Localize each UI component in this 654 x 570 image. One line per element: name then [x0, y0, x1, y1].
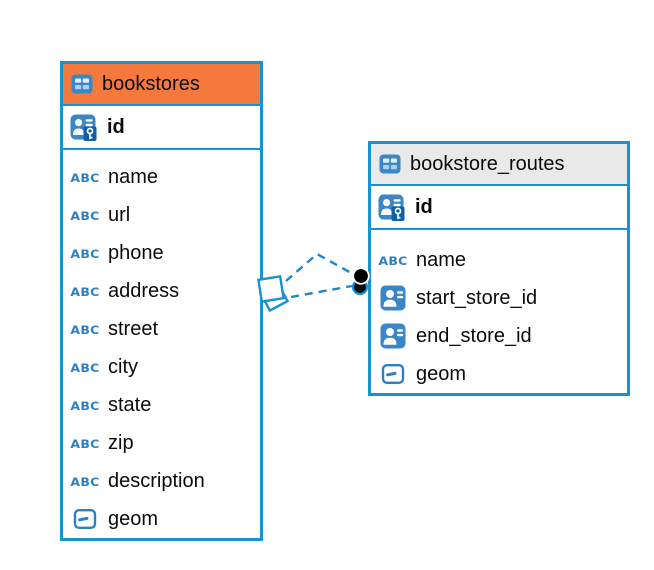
table-column-row[interactable]: ABC url: [63, 196, 260, 234]
text-type-icon: ABC: [70, 473, 100, 489]
primary-key-icon: [378, 194, 405, 221]
relationship-line[interactable]: [290, 284, 353, 299]
relationship-line[interactable]: [285, 252, 354, 282]
table-column-row[interactable]: ABC description: [63, 462, 260, 500]
geometry-type-icon: [378, 362, 408, 386]
table-column-row[interactable]: ABC name: [63, 158, 260, 196]
foreign-key-icon: [378, 323, 408, 349]
table-header-bookstores[interactable]: bookstores: [63, 64, 260, 106]
text-type-icon: ABC: [70, 207, 100, 223]
column-name: state: [108, 393, 152, 416]
columns-list: ABC name ABC url ABC phone ABC address A…: [63, 150, 260, 538]
column-name: phone: [108, 241, 164, 264]
table-column-row[interactable]: end_store_id: [371, 317, 627, 355]
primary-key-name: id: [107, 115, 125, 138]
column-name: name: [108, 165, 159, 188]
column-name: geom: [108, 507, 159, 530]
table-column-row[interactable]: start_store_id: [371, 279, 627, 317]
primary-key-name: id: [415, 195, 433, 218]
column-name: city: [108, 355, 138, 378]
table-header-bookstore-routes[interactable]: bookstore_routes: [371, 144, 627, 186]
geometry-type-icon: [70, 507, 100, 531]
table-bookstores[interactable]: bookstores id ABC na: [60, 61, 263, 541]
column-name: end_store_id: [416, 324, 532, 347]
table-icon: [71, 73, 93, 95]
table-column-row[interactable]: ABC street: [63, 310, 260, 348]
table-column-row[interactable]: geom: [63, 500, 260, 538]
table-column-row[interactable]: ABC address: [63, 272, 260, 310]
column-name: name: [416, 248, 467, 271]
column-name: description: [108, 469, 205, 492]
column-name: geom: [416, 362, 467, 385]
text-type-icon: ABC: [70, 283, 100, 299]
column-name: start_store_id: [416, 286, 538, 309]
text-type-icon: ABC: [70, 359, 100, 375]
table-bookstore-routes[interactable]: bookstore_routes id ABC: [368, 141, 630, 396]
column-name: address: [108, 279, 180, 302]
foreign-key-icon: [378, 285, 408, 311]
table-title: bookstores: [102, 72, 200, 95]
table-column-row[interactable]: ABC zip: [63, 424, 260, 462]
table-column-row[interactable]: ABC city: [63, 348, 260, 386]
primary-key-icon: [70, 114, 97, 141]
table-column-row[interactable]: ABC state: [63, 386, 260, 424]
table-title: bookstore_routes: [410, 152, 565, 175]
text-type-icon: ABC: [70, 435, 100, 451]
table-icon: [379, 153, 401, 175]
relationship-target-marker[interactable]: [351, 267, 370, 296]
column-name: zip: [108, 431, 134, 454]
primary-key-row[interactable]: id: [63, 106, 260, 150]
text-type-icon: ABC: [70, 169, 100, 185]
text-type-icon: ABC: [70, 245, 100, 261]
table-column-row[interactable]: geom: [371, 355, 627, 393]
table-column-row[interactable]: ABC phone: [63, 234, 260, 272]
text-type-icon: ABC: [70, 397, 100, 413]
table-column-row[interactable]: ABC name: [371, 241, 627, 279]
column-name: street: [108, 317, 159, 340]
primary-key-row[interactable]: id: [371, 186, 627, 230]
columns-list: ABC name start_store_id: [371, 230, 627, 393]
column-name: url: [108, 203, 131, 226]
text-type-icon: ABC: [70, 321, 100, 337]
text-type-icon: ABC: [378, 252, 408, 268]
